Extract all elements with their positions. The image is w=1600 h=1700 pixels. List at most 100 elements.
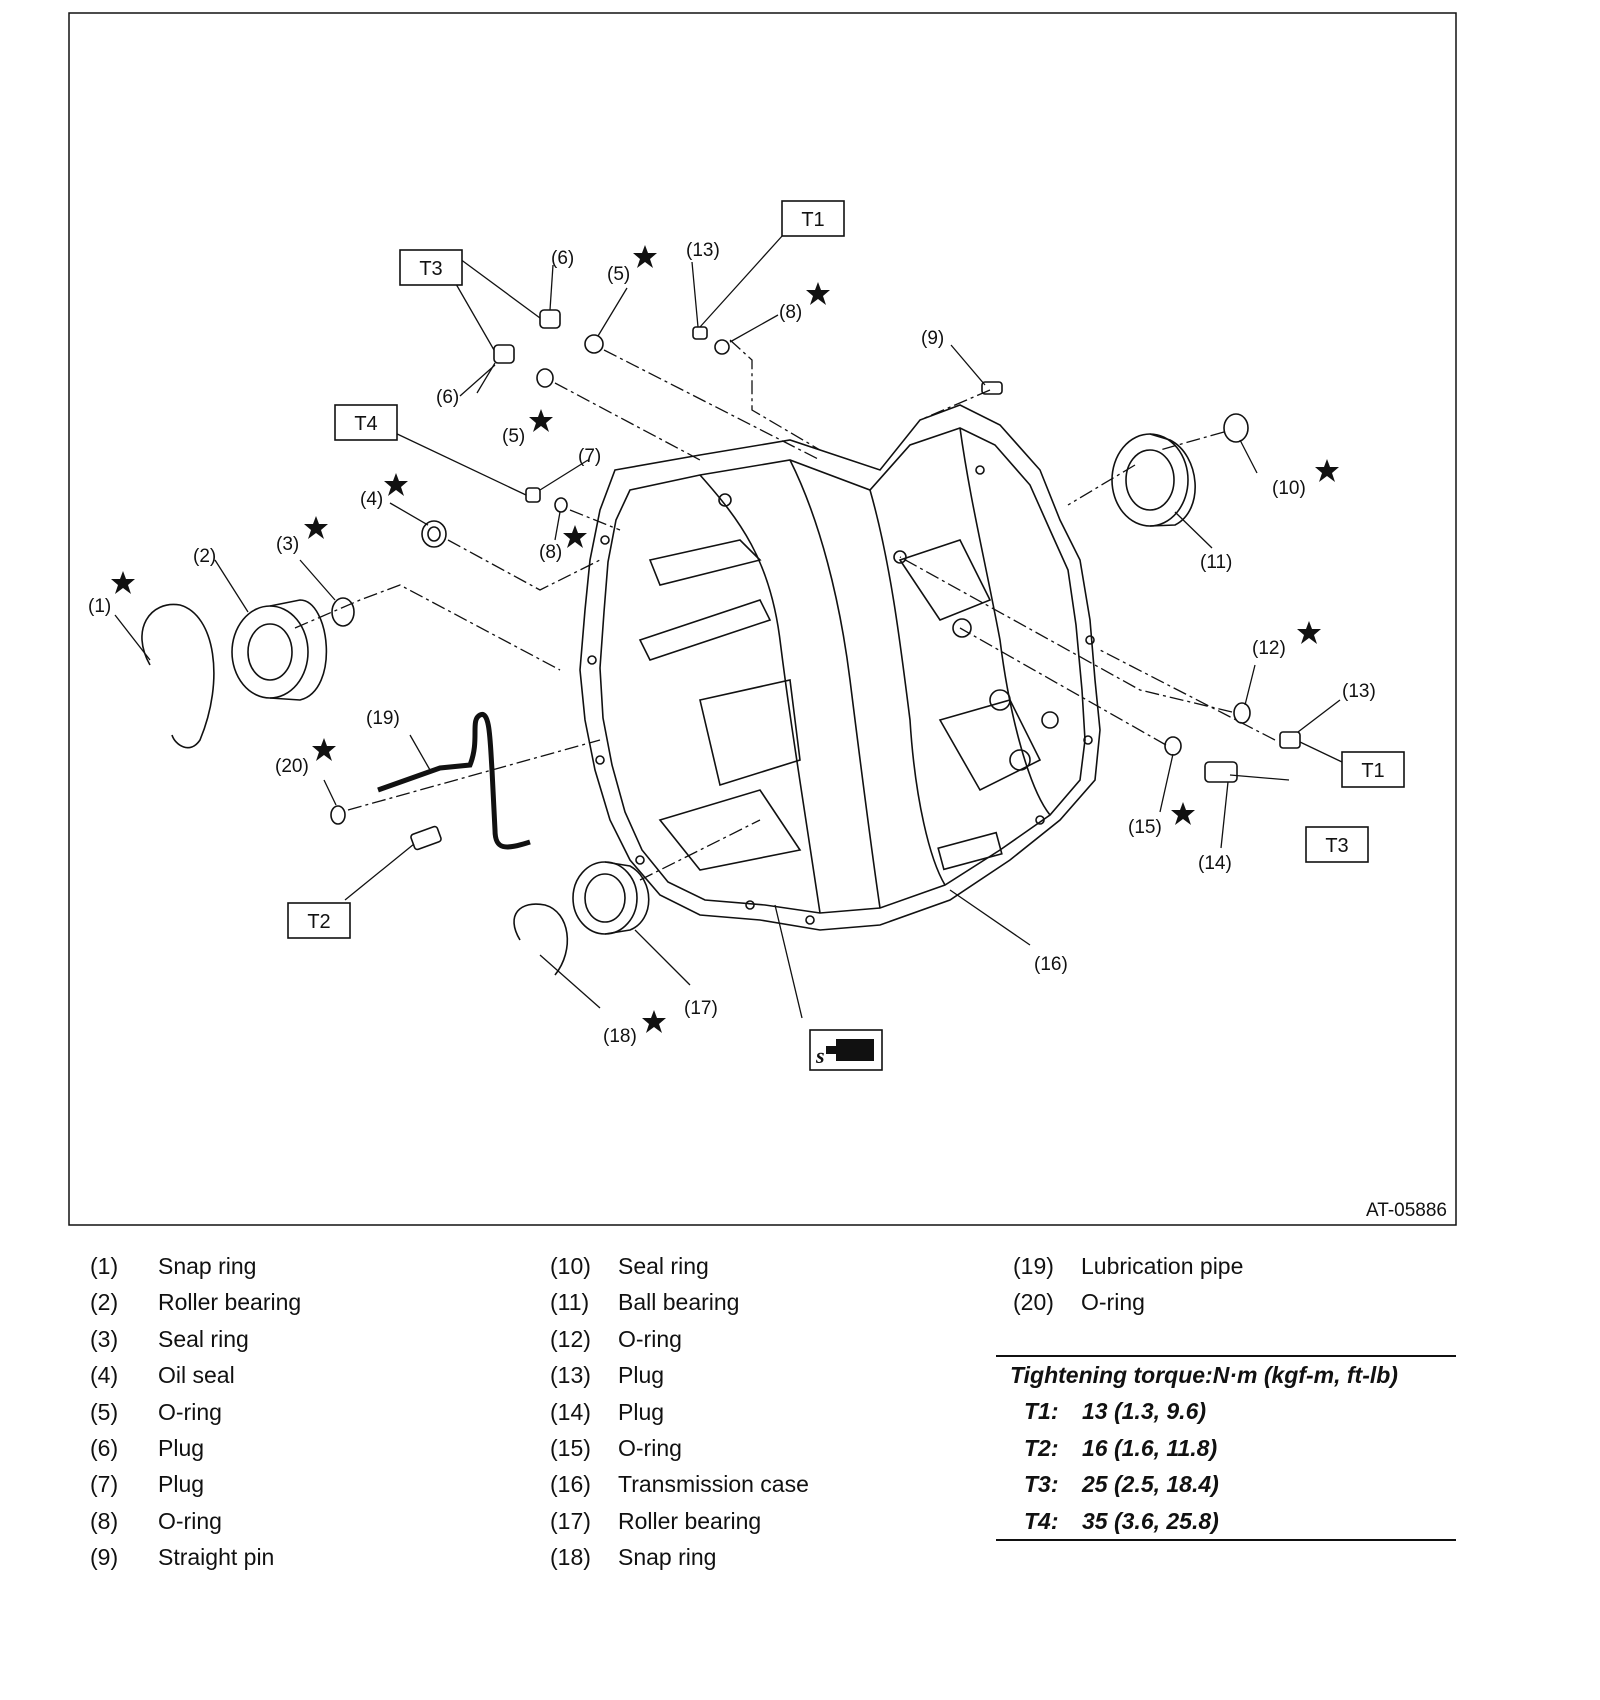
legend-num: (10) — [550, 1253, 591, 1279]
callout-16: (16) — [1034, 954, 1068, 975]
callout-1: (1) — [88, 596, 111, 617]
callout-14: (14) — [1198, 853, 1232, 874]
legend-row: (6) Plug — [90, 1430, 301, 1466]
parts-legend-col-3: (19) Lubrication pipe (20)O-ring — [1013, 1248, 1243, 1321]
callout-9: (9) — [921, 328, 944, 349]
torque-boxes — [287, 200, 1405, 939]
part-seal-ring-10 — [1223, 413, 1249, 443]
torque-row: T3: 25 (2.5, 18.4) — [996, 1466, 1456, 1502]
torque-row: T2: 16 (1.6, 11.8) — [996, 1430, 1456, 1466]
t1-top-label: T1 — [801, 209, 824, 231]
legend-row: (12)O-ring — [550, 1321, 809, 1357]
legend-name: Oil seal — [158, 1362, 235, 1389]
part-roller-bearing-17 — [572, 861, 638, 935]
legend-num: (18) — [550, 1544, 591, 1571]
legend-row: (16)Transmission case — [550, 1466, 809, 1502]
legend-name: Transmission case — [618, 1471, 809, 1498]
callout-5b: (5) — [502, 426, 525, 447]
assembly-lines — [294, 339, 1276, 881]
torque-value: 35 (3.6, 25.8) — [1082, 1507, 1219, 1534]
legend-row: (18)Snap ring — [550, 1539, 809, 1575]
t1-right-label: T1 — [1361, 760, 1384, 782]
transmission-case — [579, 404, 1101, 931]
legend-name: Plug — [618, 1398, 665, 1425]
torque-key: T2: — [1024, 1434, 1059, 1461]
legend-num: (8) — [90, 1507, 119, 1534]
callout-6b: (6) — [436, 387, 459, 408]
legend-row: (3)Seal ring — [90, 1321, 301, 1357]
part-snap-ring-1 — [141, 603, 215, 749]
part-ball-bearing-11 — [1111, 433, 1189, 527]
legend-name: O-ring — [618, 1325, 682, 1352]
part-plug-13a — [692, 326, 708, 340]
legend-row: (4)Oil seal — [90, 1357, 301, 1393]
legend-num: (15) — [550, 1435, 591, 1462]
part-seal-ring-3 — [331, 597, 355, 627]
part-o-ring-8b — [554, 497, 568, 513]
legend-row: (2)Roller bearing — [90, 1284, 301, 1320]
torque-table-title: Tightening torque:N·m (kgf-m, ft-lb) — [1010, 1362, 1398, 1388]
legend-num: (5) — [90, 1398, 119, 1425]
torque-key: T4: — [1024, 1507, 1059, 1534]
torque-key: T1: — [1024, 1398, 1059, 1425]
part-o-ring-8a — [714, 339, 730, 355]
legend-name: Snap ring — [158, 1253, 257, 1279]
legend-name: Roller bearing — [618, 1507, 762, 1534]
box-t2 — [287, 902, 351, 939]
part-oil-seal-4 — [421, 520, 447, 548]
part-o-ring-15 — [1164, 736, 1182, 756]
callout-5a: (5) — [607, 264, 630, 285]
legend-name: Lubrication pipe — [1081, 1253, 1244, 1279]
sealant-icon: s — [809, 1029, 883, 1071]
legend-num: (7) — [90, 1471, 119, 1498]
t2-label: T2 — [307, 911, 330, 933]
t3-top-label: T3 — [419, 258, 442, 280]
torque-value: 25 (2.5, 18.4) — [1082, 1471, 1219, 1498]
legend-num: (17) — [550, 1507, 591, 1534]
legend-row: (19) Lubrication pipe — [1013, 1248, 1243, 1284]
legend-name: Seal ring — [158, 1325, 249, 1352]
callout-19: (19) — [366, 708, 400, 729]
legend-name: O-ring — [618, 1435, 682, 1462]
svg-text:s: s — [815, 1043, 825, 1068]
callout-4: (4) — [360, 489, 383, 510]
part-plug-6a — [539, 309, 561, 329]
legend-num: (19) — [1013, 1253, 1054, 1279]
legend-num: (14) — [550, 1398, 591, 1425]
legend-name: O-ring — [158, 1398, 222, 1425]
legend-row: (11)Ball bearing — [550, 1284, 809, 1320]
callout-3: (3) — [276, 534, 299, 555]
part-o-ring-5a — [584, 334, 604, 354]
part-plug-13b — [1279, 731, 1301, 749]
parts — [141, 309, 1301, 976]
legend-row: (13)Plug — [550, 1357, 809, 1393]
part-roller-bearing-2 — [231, 605, 309, 699]
box-t4 — [334, 404, 398, 441]
callout-8b: (8) — [539, 542, 562, 563]
part-o-ring-5b — [536, 368, 554, 388]
legend-name: Plug — [158, 1435, 205, 1462]
legend-num: (1) — [90, 1253, 119, 1279]
callout-6a: (6) — [551, 248, 574, 269]
box-t1-right — [1341, 751, 1405, 788]
callout-15: (15) — [1128, 817, 1162, 838]
part-lubrication-pipe-19 — [377, 712, 531, 850]
callout-10: (10) — [1272, 478, 1306, 499]
legend-num: (6) — [90, 1435, 119, 1462]
torque-row: T1:13 (1.3, 9.6) — [996, 1393, 1456, 1429]
diagram-frame — [68, 12, 1457, 1226]
legend-row: (10)Seal ring — [550, 1248, 809, 1284]
torque-value: 16 (1.6, 11.8) — [1082, 1434, 1218, 1461]
legend-name: O-ring — [1081, 1289, 1145, 1316]
legend-name: Plug — [158, 1471, 205, 1498]
legend-row: (7) Plug — [90, 1466, 301, 1502]
callout-17: (17) — [684, 998, 718, 1019]
legend-row: (20)O-ring — [1013, 1284, 1243, 1320]
legend-name: Plug — [618, 1362, 665, 1389]
exploded-view-diagram: T1 T3 T4 T1 T3 T2 s (1) (2) (3) (4) (5) … — [68, 12, 1457, 1226]
legend-name: O-ring — [158, 1507, 222, 1534]
torque-key: T3: — [1024, 1471, 1059, 1498]
legend-num: (2) — [90, 1289, 119, 1316]
callout-12: (12) — [1252, 638, 1286, 659]
part-straight-pin-9 — [981, 381, 1003, 395]
